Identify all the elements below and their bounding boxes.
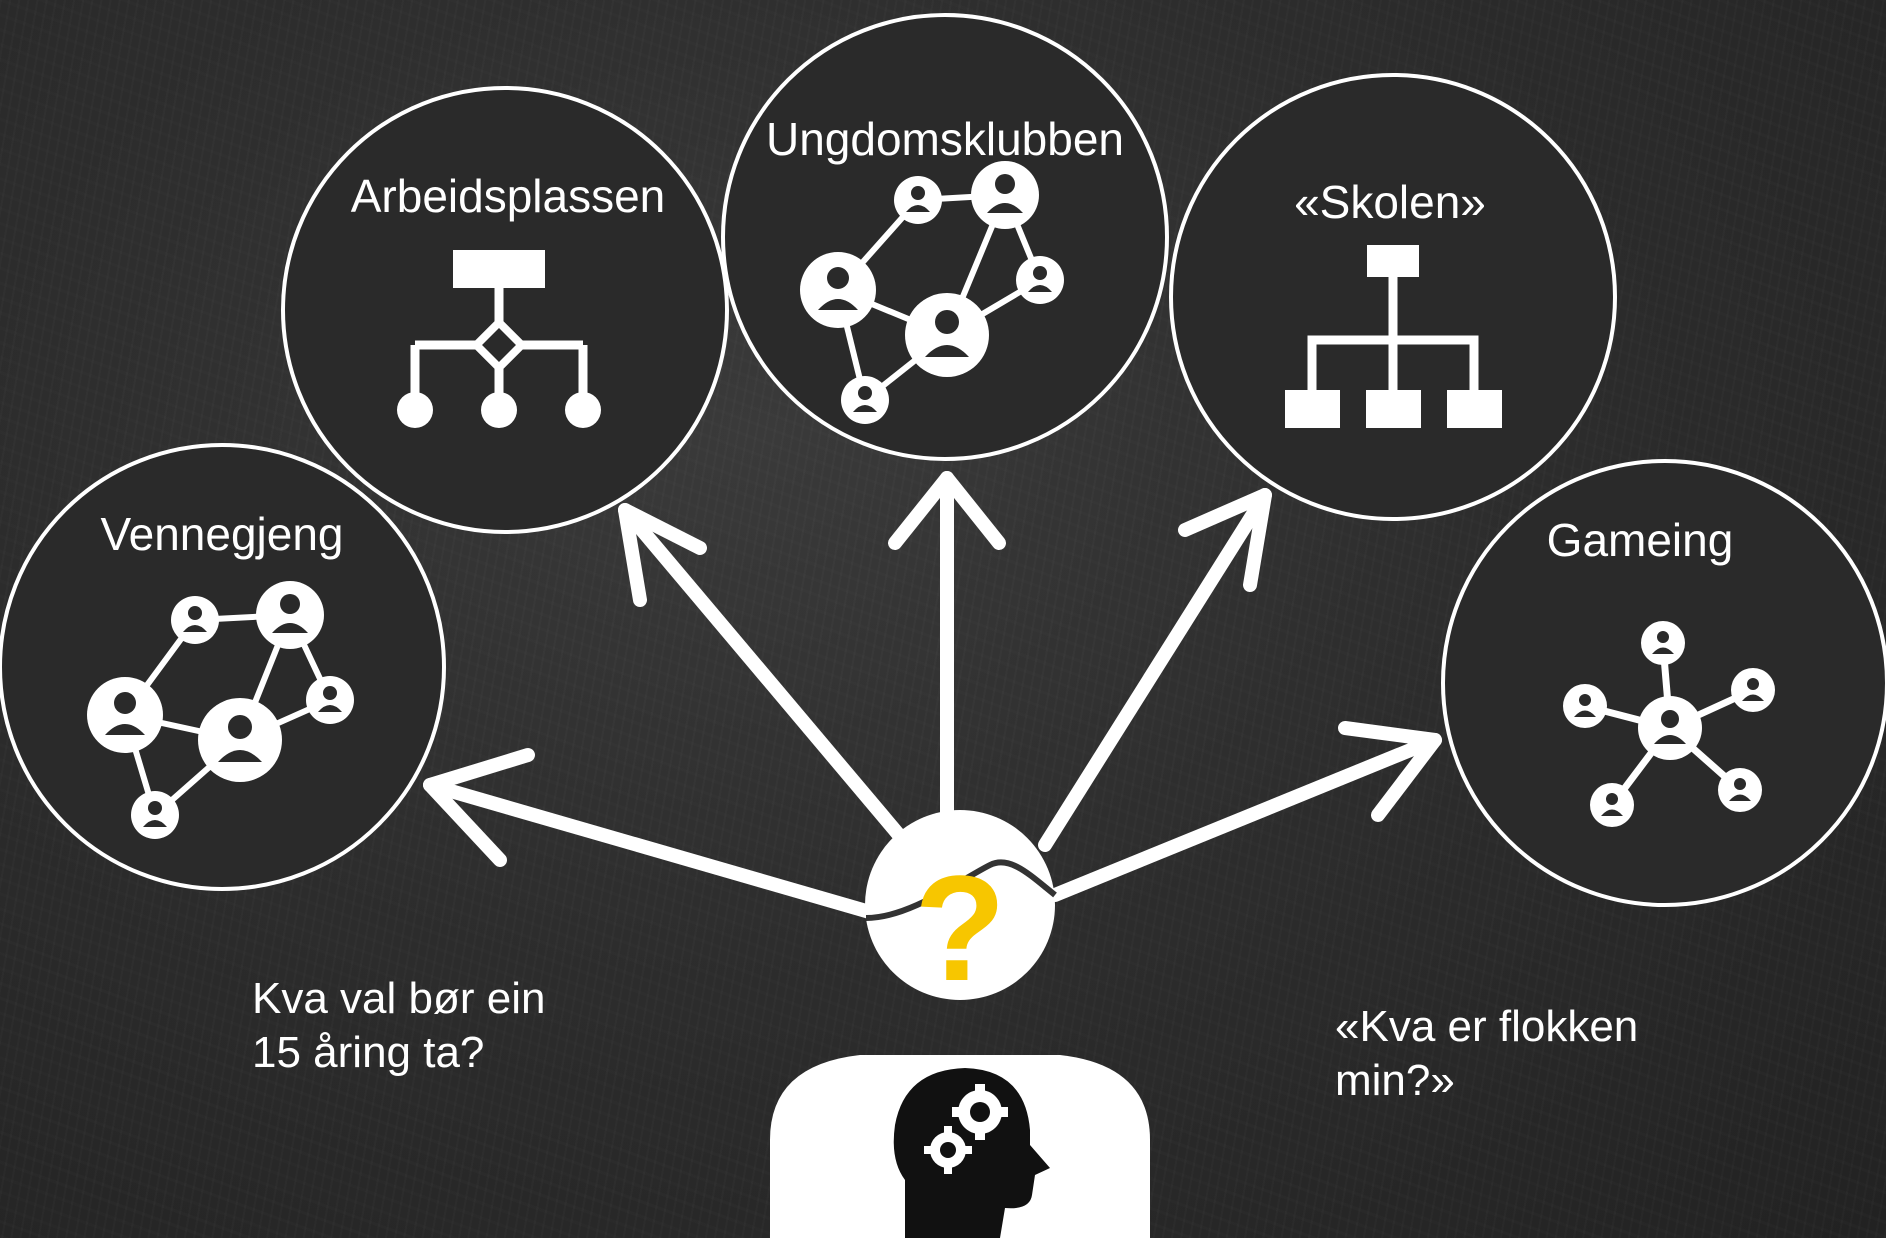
label-gameing: Gameing	[1547, 514, 1734, 566]
label-arbeidsplassen: Arbeidsplassen	[351, 170, 666, 222]
arrow-to-vennegjeng	[423, 778, 887, 922]
caption-question-right: «Kva er flokken min?»	[1335, 1000, 1638, 1108]
thinking-head-gears-icon	[893, 1068, 1050, 1238]
person-silhouette	[770, 1055, 1150, 1238]
label-skolen: «Skolen»	[1294, 176, 1486, 228]
arrowhead-vennegjeng	[423, 748, 535, 867]
hub-network-icon	[1563, 621, 1775, 827]
arrow-to-skolen	[1038, 488, 1272, 852]
arrowhead-gameing	[1338, 721, 1442, 822]
arrow-to-gameing	[1048, 733, 1442, 902]
question-mark: ?	[914, 844, 1006, 1012]
social-network-icon	[87, 581, 354, 839]
caption-right-line-1: «Kva er flokken	[1335, 1002, 1639, 1051]
caption-left-line-2: 15 åring ta?	[252, 1028, 485, 1077]
label-vennegjeng: Vennegjeng	[100, 508, 343, 560]
circle-ungdomsklubben	[721, 13, 1169, 461]
social-network-icon	[800, 161, 1064, 424]
caption-right-line-2: min?»	[1335, 1056, 1455, 1105]
arrow-to-arbeidsplassen	[618, 503, 927, 867]
arrowhead-arbeidsplassen	[618, 503, 707, 607]
label-ungdomsklubben: Ungdomsklubben	[766, 113, 1124, 165]
arrowhead-skolen	[1178, 488, 1272, 592]
arrows	[423, 471, 1442, 922]
decision-tree-icon	[397, 250, 601, 428]
arrowhead-ungdomsklubben	[888, 471, 1006, 550]
org-chart-icon	[1285, 245, 1502, 428]
circle-arbeidsplassen	[281, 86, 729, 534]
caption-left-line-1: Kva val bør ein	[252, 974, 546, 1023]
caption-question-left: Kva val bør ein 15 åring ta?	[252, 972, 545, 1080]
circle-vennegjeng	[0, 443, 446, 891]
question-bubble: ?	[865, 810, 1057, 1012]
